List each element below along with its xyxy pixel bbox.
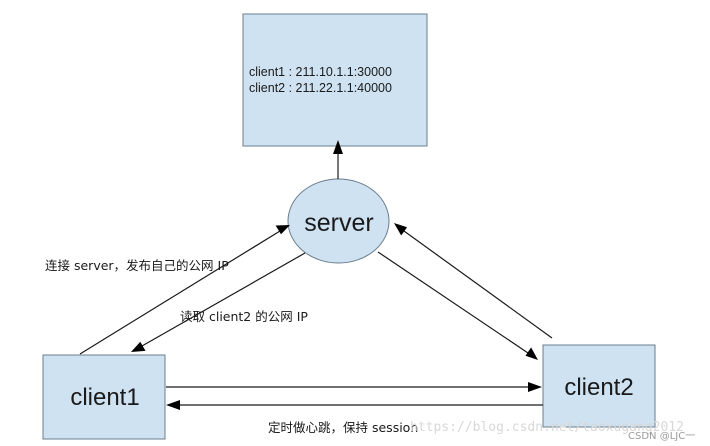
address-table-box — [242, 13, 428, 147]
label-connect-publish: 连接 server，发布自己的公网 IP — [45, 258, 229, 273]
address-row-client2: client2 : 211.22.1.1:40000 — [249, 81, 392, 95]
client1-label: client1 — [70, 384, 139, 411]
watermark-url: https://blog.csdn.net/taoxugang2012 — [410, 420, 684, 435]
server-label: server — [304, 209, 373, 237]
arrowhead-server-from-client2 — [394, 223, 408, 236]
label-read-client2: 读取 client2 的公网 IP — [180, 309, 308, 324]
arrowhead-client2 — [525, 347, 538, 360]
arrowhead-server-from-client1 — [275, 225, 290, 235]
arrow-server-to-client1 — [141, 252, 306, 347]
client1-node — [42, 354, 166, 440]
arrow-client2-to-server — [403, 230, 553, 339]
arrowhead-heartbeat-client1 — [166, 400, 180, 410]
client2-label: client2 — [564, 374, 633, 401]
arrow-server-to-client2 — [377, 251, 529, 354]
label-heartbeat: 定时做心跳，保持 session — [268, 420, 418, 435]
address-row-client1: client1 : 211.10.1.1:30000 — [249, 65, 392, 79]
client2-node — [542, 344, 656, 428]
arrow-client1-to-server — [79, 230, 281, 355]
watermark-credit: CSDN @LJC一 — [628, 431, 695, 442]
arrowhead-heartbeat-client2 — [528, 382, 542, 392]
arrowhead-client1 — [131, 341, 146, 352]
arrowhead-table — [333, 140, 343, 154]
